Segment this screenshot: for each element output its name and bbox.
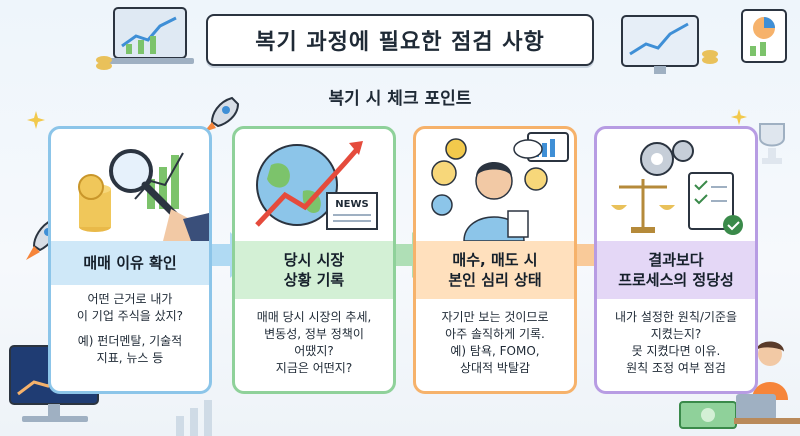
step-2-body: 매매 당시 시장의 추세, 변동성, 정부 정책이 어땠지? 지금은 어떤지? — [241, 309, 387, 377]
monitor-chart-icon — [621, 15, 718, 74]
bar-chart-bg-icon — [176, 400, 212, 436]
step-4-line: 원칙 조정 여부 점검 — [626, 361, 726, 375]
step-1-line: 어떤 근거로 내가 — [87, 292, 173, 306]
step-card-process: 결과보다 프로세스의 정당성 내가 설정한 원칙/기준을 지켰는지? 못 지켰다… — [594, 126, 758, 394]
main-title: 복기 과정에 필요한 점검 사항 — [206, 14, 594, 66]
step-4-heading-line: 프로세스의 정당성 — [618, 271, 734, 289]
trophy-icon — [759, 123, 785, 164]
step-1-line: 이 기업 주식을 샀지? — [76, 309, 184, 323]
step-3-body: 자기만 보는 것이므로 아주 솔직하게 기록. 예) 탐욕, FOMO, 상대적… — [422, 309, 568, 377]
step-4-line: 못 지켰다면 이유. — [631, 344, 721, 358]
step-2-line: 매매 당시 시장의 추세, — [256, 310, 372, 324]
news-label: NEWS — [335, 199, 368, 210]
investor-at-desk-icon — [734, 341, 800, 424]
step-card-market-conditions: NEWS 당시 시장 상황 기록 매매 당시 시장의 추세, 변동성, 정부 정… — [232, 126, 396, 394]
step-1-line: 지표, 뉴스 등 — [96, 351, 164, 365]
step-4-body: 내가 설정한 원칙/기준을 지켰는지? 못 지켰다면 이유. 원칙 조정 여부 … — [603, 309, 749, 377]
step-4-heading-line: 결과보다 — [648, 251, 704, 269]
step-3-line: 예) 탐욕, FOMO, — [450, 344, 540, 358]
magnifier-coins-icon — [78, 149, 209, 241]
step-3-heading-line: 매수, 매도 시 — [452, 251, 538, 269]
step-4-heading: 결과보다 프로세스의 정당성 — [597, 241, 755, 299]
step-3-line: 아주 솔직하게 기록. — [445, 327, 545, 341]
step-1-line: 예) 펀더멘탈, 기술적 — [77, 334, 183, 348]
step-2-line: 어땠지? — [294, 344, 334, 358]
subtitle: 복기 시 체크 포인트 — [328, 89, 472, 109]
step-2-heading-line: 상황 기록 — [283, 271, 345, 289]
step-2-heading: 당시 시장 상황 기록 — [235, 241, 393, 299]
star-icon — [730, 108, 748, 126]
step-card-trade-reason: 매매 이유 확인 어떤 근거로 내가 이 기업 주식을 샀지? 예) 펀더멘탈,… — [48, 126, 212, 394]
pie-chart-icon — [741, 9, 787, 63]
rocket-icon — [204, 96, 240, 132]
step-3-line: 상대적 박탈감 — [459, 361, 531, 375]
step-2-heading-line: 당시 시장 — [283, 251, 345, 269]
step-4-line: 지켰는지? — [650, 327, 702, 341]
step-2-line: 변동성, 정부 정책이 — [264, 327, 364, 341]
step-3-line: 자기만 보는 것이므로 — [441, 310, 549, 324]
step-card-psychology: 매수, 매도 시 본인 심리 상태 자기만 보는 것이므로 아주 솔직하게 기록… — [413, 126, 577, 394]
step-3-heading: 매수, 매도 시 본인 심리 상태 — [416, 241, 574, 299]
laptop-chart-icon — [96, 7, 194, 70]
gears-scale-checklist-icon — [611, 140, 743, 235]
step-1-heading: 매매 이유 확인 — [51, 241, 209, 285]
star-icon — [27, 111, 45, 129]
step-2-line: 지금은 어떤지? — [275, 361, 353, 375]
money-icon — [679, 401, 737, 429]
person-emotions-icon — [431, 132, 569, 241]
globe-news-icon: NEWS — [255, 141, 378, 230]
step-1-body: 어떤 근거로 내가 이 기업 주식을 샀지? 예) 펀더멘탈, 기술적 지표, … — [57, 291, 203, 367]
step-4-line: 내가 설정한 원칙/기준을 — [614, 310, 738, 324]
step-3-heading-line: 본인 심리 상태 — [448, 271, 542, 289]
